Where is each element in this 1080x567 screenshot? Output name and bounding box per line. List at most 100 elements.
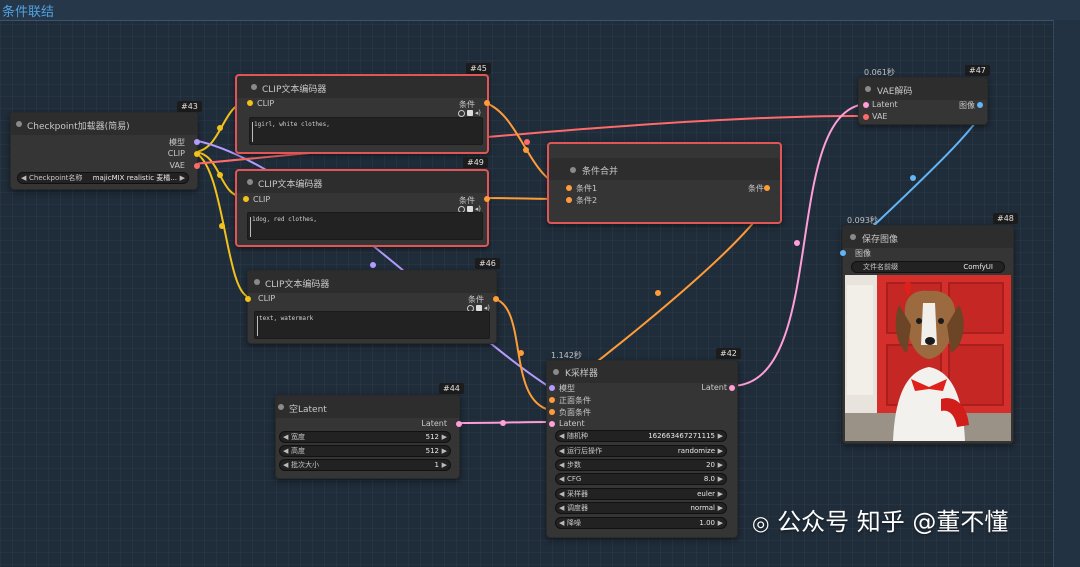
input-socket-positive[interactable] (549, 397, 555, 403)
arrow-left-icon[interactable]: ◀ (559, 504, 565, 512)
arrow-right-icon[interactable]: ▶ (441, 461, 447, 469)
clip-text-encode-node-49[interactable]: CLIP文本编码器 CLIP 条件 ◂) 1dog, red clothes, (235, 169, 490, 247)
arrow-right-icon[interactable]: ▶ (441, 433, 447, 441)
output-label-model: 模型 (169, 138, 185, 147)
input-socket-negative[interactable] (549, 409, 555, 415)
node-status-dot (16, 121, 22, 127)
arrow-right-icon[interactable]: ▶ (717, 447, 723, 455)
height-stepper[interactable]: ◀ 高度 512 ▶ (279, 445, 451, 457)
clip-text-encode-node-46[interactable]: CLIP文本编码器 CLIP 条件 ◂) text, watermark (245, 270, 499, 344)
input-label-positive: 正面条件 (559, 396, 591, 405)
arrow-right-icon[interactable]: ▶ (717, 490, 723, 498)
input-label-clip: CLIP (257, 99, 275, 108)
arrow-left-icon[interactable]: ◀ (283, 461, 289, 469)
checkpoint-name-combo[interactable]: ◀ Checkpoint名称 majicMIX realistic 麦橘... … (17, 172, 189, 184)
arrow-left-icon[interactable]: ◀ (559, 461, 565, 469)
empty-latent-node[interactable]: 空Latent Latent ◀ 宽度 512 ▶ ◀ 高度 512 ▶ ◀ 批… (275, 395, 462, 479)
output-socket-image[interactable] (977, 102, 983, 108)
input-socket-vae[interactable] (863, 114, 869, 120)
watermark-source: 公众号 (777, 508, 850, 536)
arrow-left-icon[interactable]: ◀ (559, 432, 565, 440)
sampler-combo[interactable]: ◀ 采样器 euler ▶ (555, 488, 727, 500)
node-id-badge: #47 (965, 65, 990, 76)
arrow-left-icon[interactable]: ◀ (283, 433, 289, 441)
steps-stepper[interactable]: ◀ 步数 20 ▶ (555, 459, 727, 471)
arrow-left-icon[interactable]: ◀ (559, 475, 565, 483)
seed-stepper[interactable]: ◀ 随机种 162663467271115 ▶ (555, 430, 727, 442)
input-socket-latent[interactable] (863, 102, 869, 108)
cfg-stepper[interactable]: ◀ CFG 8.0 ▶ (555, 473, 727, 485)
node-id-badge: #44 (439, 383, 464, 394)
output-socket-vae[interactable] (194, 163, 200, 169)
batch-size-stepper[interactable]: ◀ 批次大小 1 ▶ (279, 459, 451, 471)
node-status-dot (254, 279, 260, 285)
arrow-right-icon[interactable]: ▶ (717, 461, 723, 469)
output-socket-latent[interactable] (456, 421, 462, 427)
node-status-dot (251, 84, 257, 90)
arrow-right-icon[interactable]: ▶ (717, 475, 723, 483)
input-socket-conditioning-2[interactable] (566, 197, 572, 203)
watermark-author: @董不懂 (912, 508, 1009, 536)
vae-decode-node[interactable]: VAE解码 Latent VAE 图像 (858, 77, 988, 125)
input-socket-image[interactable] (840, 250, 846, 256)
conditioning-combine-node[interactable]: 条件合并 条件1 条件2 条件 (547, 142, 782, 224)
output-socket-conditioning[interactable] (493, 296, 499, 302)
node-id-badge: #49 (463, 157, 488, 168)
wire-latent-42 (730, 103, 865, 387)
input-socket-conditioning-1[interactable] (566, 185, 572, 191)
input-socket-clip[interactable] (245, 296, 251, 302)
node-title: 保存图像 (862, 235, 899, 245)
input-label-image: 图像 (855, 249, 871, 258)
node-title: CLIP文本编码器 (262, 85, 327, 95)
clip-text-encode-node-45[interactable]: CLIP文本编码器 CLIP 条件 ◂) 1girl, white clothe… (235, 74, 490, 154)
output-socket-conditioning[interactable] (484, 100, 490, 106)
denoise-stepper[interactable]: ◀ 降噪 1.00 ▶ (555, 517, 727, 529)
node-title: Checkpoint加载器(简易) (27, 122, 130, 132)
node-id-badge: #46 (475, 258, 500, 269)
node-id-badge: #43 (177, 101, 202, 112)
node-title: 条件合并 (582, 167, 619, 177)
arrow-right-icon[interactable]: ▶ (179, 174, 185, 182)
output-socket-model[interactable] (194, 139, 200, 145)
save-image-node[interactable]: 保存图像 图像 文件名前缀 ComfyUI (840, 225, 1014, 444)
arrow-right-icon[interactable]: ▶ (717, 432, 723, 440)
scheduler-combo[interactable]: ◀ 调度器 normal ▶ (555, 502, 727, 514)
prompt-textarea[interactable]: 1girl, white clothes, (249, 117, 483, 145)
node-id-badge: #45 (466, 63, 491, 74)
ksampler-node[interactable]: K采样器 模型 正面条件 负面条件 Latent Latent ◀ 随机种 16… (546, 360, 738, 538)
output-label-conditioning: 条件 (468, 295, 484, 304)
checkpoint-loader-node[interactable]: Checkpoint加载器(简易) 模型 CLIP VAE ◀ Checkpoi… (10, 112, 200, 190)
output-label-conditioning: 条件 (459, 100, 475, 109)
width-stepper[interactable]: ◀ 宽度 512 ▶ (279, 431, 451, 443)
output-socket-latent[interactable] (729, 385, 735, 391)
output-socket-conditioning[interactable] (484, 196, 490, 202)
arrow-right-icon[interactable]: ▶ (441, 447, 447, 455)
node-status-dot (247, 179, 253, 185)
input-socket-clip[interactable] (243, 196, 249, 202)
input-socket-model[interactable] (549, 385, 555, 391)
filename-prefix-field[interactable]: 文件名前缀 ComfyUI (851, 261, 1005, 273)
right-panel-edge (1053, 20, 1080, 567)
arrow-left-icon[interactable]: ◀ (559, 490, 565, 498)
input-socket-clip[interactable] (247, 100, 253, 106)
arrow-left-icon[interactable]: ◀ (21, 174, 27, 182)
prompt-textarea[interactable]: 1dog, red clothes, (247, 212, 483, 240)
input-socket-latent[interactable] (549, 421, 555, 427)
input-label-vae: VAE (872, 112, 888, 121)
output-socket-clip[interactable] (194, 151, 200, 157)
arrow-left-icon[interactable]: ◀ (559, 519, 565, 527)
arrow-left-icon[interactable]: ◀ (283, 447, 289, 455)
node-title: K采样器 (565, 369, 598, 379)
output-label-vae: VAE (169, 161, 186, 170)
input-label-latent: Latent (559, 419, 585, 428)
arrow-right-icon[interactable]: ▶ (717, 504, 723, 512)
output-image-preview[interactable] (845, 275, 1011, 441)
arrow-left-icon[interactable]: ◀ (559, 447, 565, 455)
text-widget-toggles[interactable]: ◂) (457, 109, 481, 117)
watermark: ◎ 公众号 知乎 @董不懂 (752, 502, 1008, 537)
control-after-generate-combo[interactable]: ◀ 运行后操作 randomize ▶ (555, 445, 727, 457)
node-status-dot (865, 86, 871, 92)
prompt-textarea[interactable]: text, watermark (254, 311, 490, 339)
output-socket-conditioning[interactable] (764, 185, 770, 191)
arrow-right-icon[interactable]: ▶ (717, 519, 723, 527)
